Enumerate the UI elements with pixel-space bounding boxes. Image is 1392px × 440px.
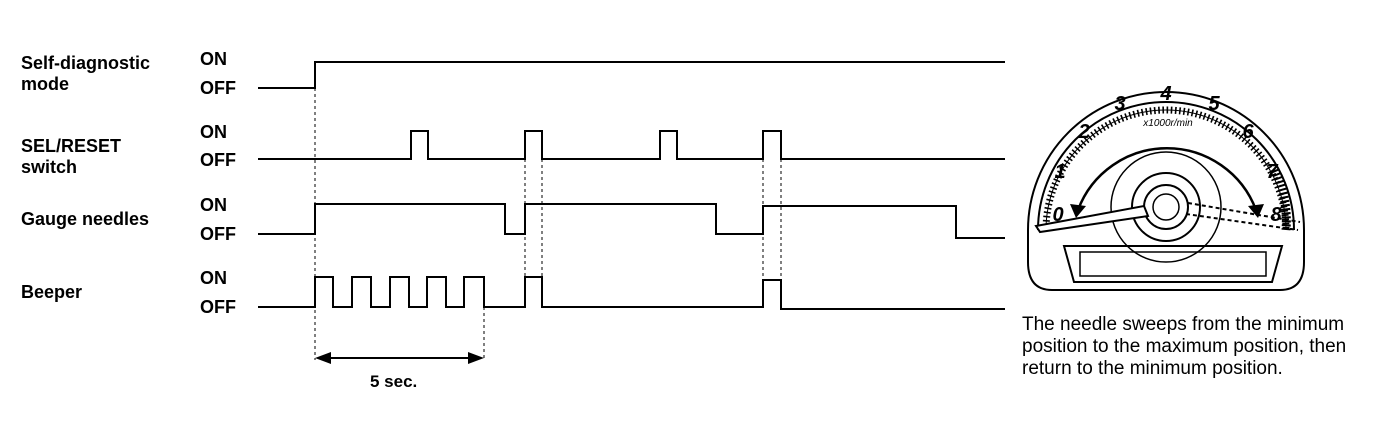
waveform-self-diagnostic xyxy=(258,61,1005,89)
off-label-gauge-needles: OFF xyxy=(200,224,236,244)
off-label-self-diagnostic: OFF xyxy=(200,78,236,98)
on-label-beeper: ON xyxy=(200,268,227,288)
gauge-tick-0: 0 xyxy=(1052,204,1063,226)
gauge-unit-label: x1000r/min xyxy=(1142,118,1193,129)
on-label-gauge-needles: ON xyxy=(200,195,227,215)
gauge-tick-6: 6 xyxy=(1242,121,1254,143)
off-label-beeper: OFF xyxy=(200,297,236,317)
gauge-tick-4: 4 xyxy=(1159,83,1171,105)
gauge-tick-2: 2 xyxy=(1077,121,1089,143)
gauge-tick-7: 7 xyxy=(1266,161,1278,183)
waveform-beeper xyxy=(258,276,1005,310)
signal-label-gauge-needles: Gauge needles xyxy=(21,209,150,229)
waveform-gauge-needles xyxy=(258,203,1005,239)
signal-label-beeper: Beeper xyxy=(21,282,83,302)
gauge-tick-1: 1 xyxy=(1054,161,1065,183)
gauge-caption: The needle sweeps from the minimum posit… xyxy=(1022,314,1347,379)
signal-label-self-diagnostic: Self-diagnostic mode xyxy=(21,53,151,94)
gauge-tick-8: 8 xyxy=(1270,204,1282,226)
tachometer-gauge xyxy=(1027,91,1305,291)
duration-label: 5 sec. xyxy=(370,372,418,391)
gauge-tick-3: 3 xyxy=(1114,93,1125,115)
waveform-sel-reset xyxy=(258,130,1005,160)
off-label-sel-reset: OFF xyxy=(200,150,236,170)
on-label-sel-reset: ON xyxy=(200,122,227,142)
gauge-tick-5: 5 xyxy=(1208,93,1220,115)
on-label-self-diagnostic: ON xyxy=(200,49,227,69)
signal-label-sel-reset: SEL/RESET switch xyxy=(21,136,122,177)
duration-arrow xyxy=(315,352,484,364)
